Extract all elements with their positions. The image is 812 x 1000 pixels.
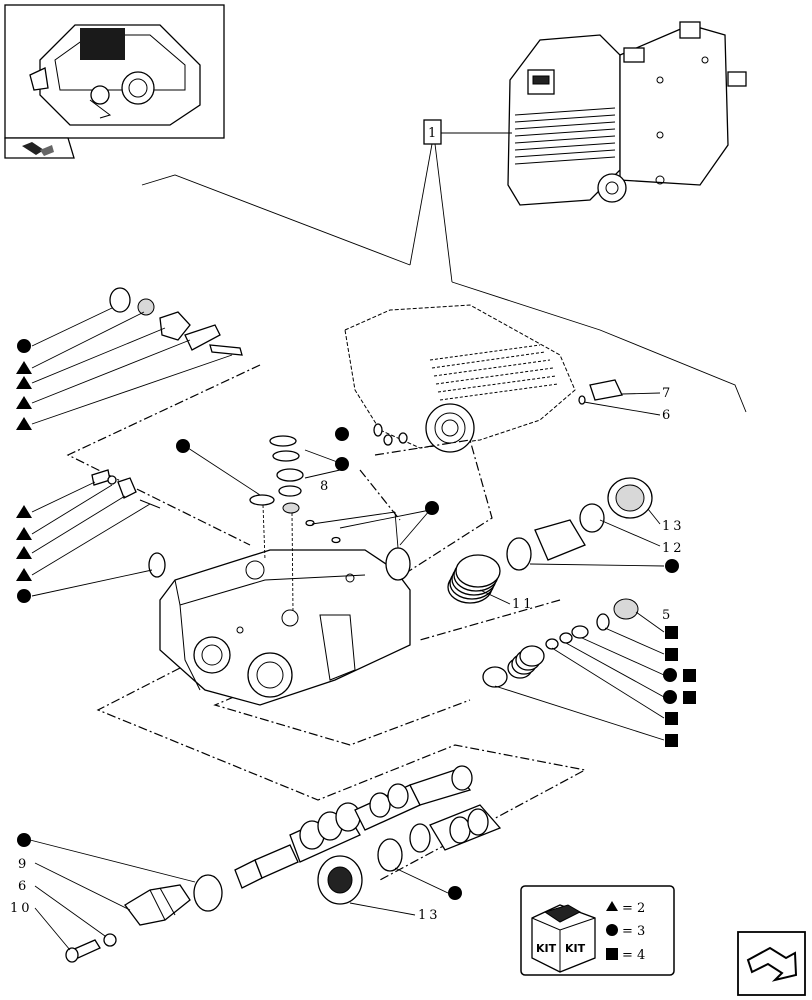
circle-symbol xyxy=(176,439,190,453)
right-side-parts xyxy=(373,379,653,688)
legend-square-value: = 4 xyxy=(622,948,645,963)
callout-8: 8 xyxy=(320,479,331,494)
kit-word-right: KIT xyxy=(565,942,586,955)
book-open-icon[interactable] xyxy=(4,137,75,159)
circle-symbol xyxy=(663,668,677,682)
bottom-left-parts xyxy=(65,874,223,963)
arrow-next-icon[interactable] xyxy=(737,931,806,996)
callout-6-bottom: 6 xyxy=(18,879,29,894)
circle-symbol xyxy=(335,457,349,471)
callout-12: 12 xyxy=(662,541,685,556)
kit-symbols xyxy=(16,339,696,900)
valve-housing-ghost xyxy=(344,304,576,453)
callout-7: 7 xyxy=(662,386,673,401)
callout-11: 11 xyxy=(512,597,535,612)
triangle-symbol xyxy=(16,396,32,409)
valve-body xyxy=(159,549,411,706)
callout-labels: 7 6 8 13 12 11 5 9 6 10 13 xyxy=(10,386,685,923)
square-symbol xyxy=(665,648,678,661)
callout-1: 1 xyxy=(141,119,747,413)
square-symbol xyxy=(683,669,696,682)
circle-symbol xyxy=(335,427,349,441)
callout-9: 9 xyxy=(18,857,29,872)
triangle-symbol xyxy=(16,505,32,518)
top-left-parts xyxy=(91,287,243,578)
square-symbol xyxy=(665,712,678,725)
thumbnail-valve-image xyxy=(29,24,201,126)
spool-assembly xyxy=(234,765,502,905)
triangle-symbol xyxy=(16,417,32,430)
square-symbol xyxy=(683,691,696,704)
assembled-valve-image xyxy=(507,21,747,206)
legend-triangle xyxy=(606,901,618,911)
thumbnail-panel[interactable] xyxy=(4,4,225,159)
callout-1-label: 1 xyxy=(428,126,439,141)
callout-5: 5 xyxy=(662,608,673,623)
center-seal-stack xyxy=(249,435,341,613)
circle-symbol xyxy=(17,339,31,353)
left-leader-lines xyxy=(31,307,341,597)
callout-13-bottom: 13 xyxy=(418,908,441,923)
spring-11 xyxy=(447,554,501,604)
callout-13-top: 13 xyxy=(662,519,685,534)
legend-triangle-value: = 2 xyxy=(622,901,645,916)
triangle-symbol xyxy=(16,376,32,389)
callout-6-top: 6 xyxy=(662,408,673,423)
triangle-symbol xyxy=(16,527,32,540)
legend-square xyxy=(606,948,618,960)
triangle-symbol xyxy=(16,568,32,581)
circle-symbol xyxy=(663,690,677,704)
right-leader-lines xyxy=(311,392,665,741)
bottom-leader-lines xyxy=(29,839,449,951)
circle-symbol xyxy=(17,589,31,603)
callout-10: 10 xyxy=(10,901,33,916)
legend-circle-value: = 3 xyxy=(622,924,645,939)
kit-word-left: KIT xyxy=(536,942,557,955)
circle-symbol xyxy=(665,559,679,573)
kit-legend: KIT KIT = 2 = 3 = 4 xyxy=(520,885,675,976)
kit-box-icon: KIT KIT xyxy=(531,904,596,973)
circle-symbol xyxy=(17,833,31,847)
spring-small xyxy=(507,645,545,679)
circle-symbol xyxy=(425,501,439,515)
legend-circle xyxy=(606,924,618,936)
square-symbol xyxy=(665,734,678,747)
circle-symbol xyxy=(448,886,462,900)
triangle-symbol xyxy=(16,361,32,374)
triangle-symbol xyxy=(16,546,32,559)
square-symbol xyxy=(665,626,678,639)
